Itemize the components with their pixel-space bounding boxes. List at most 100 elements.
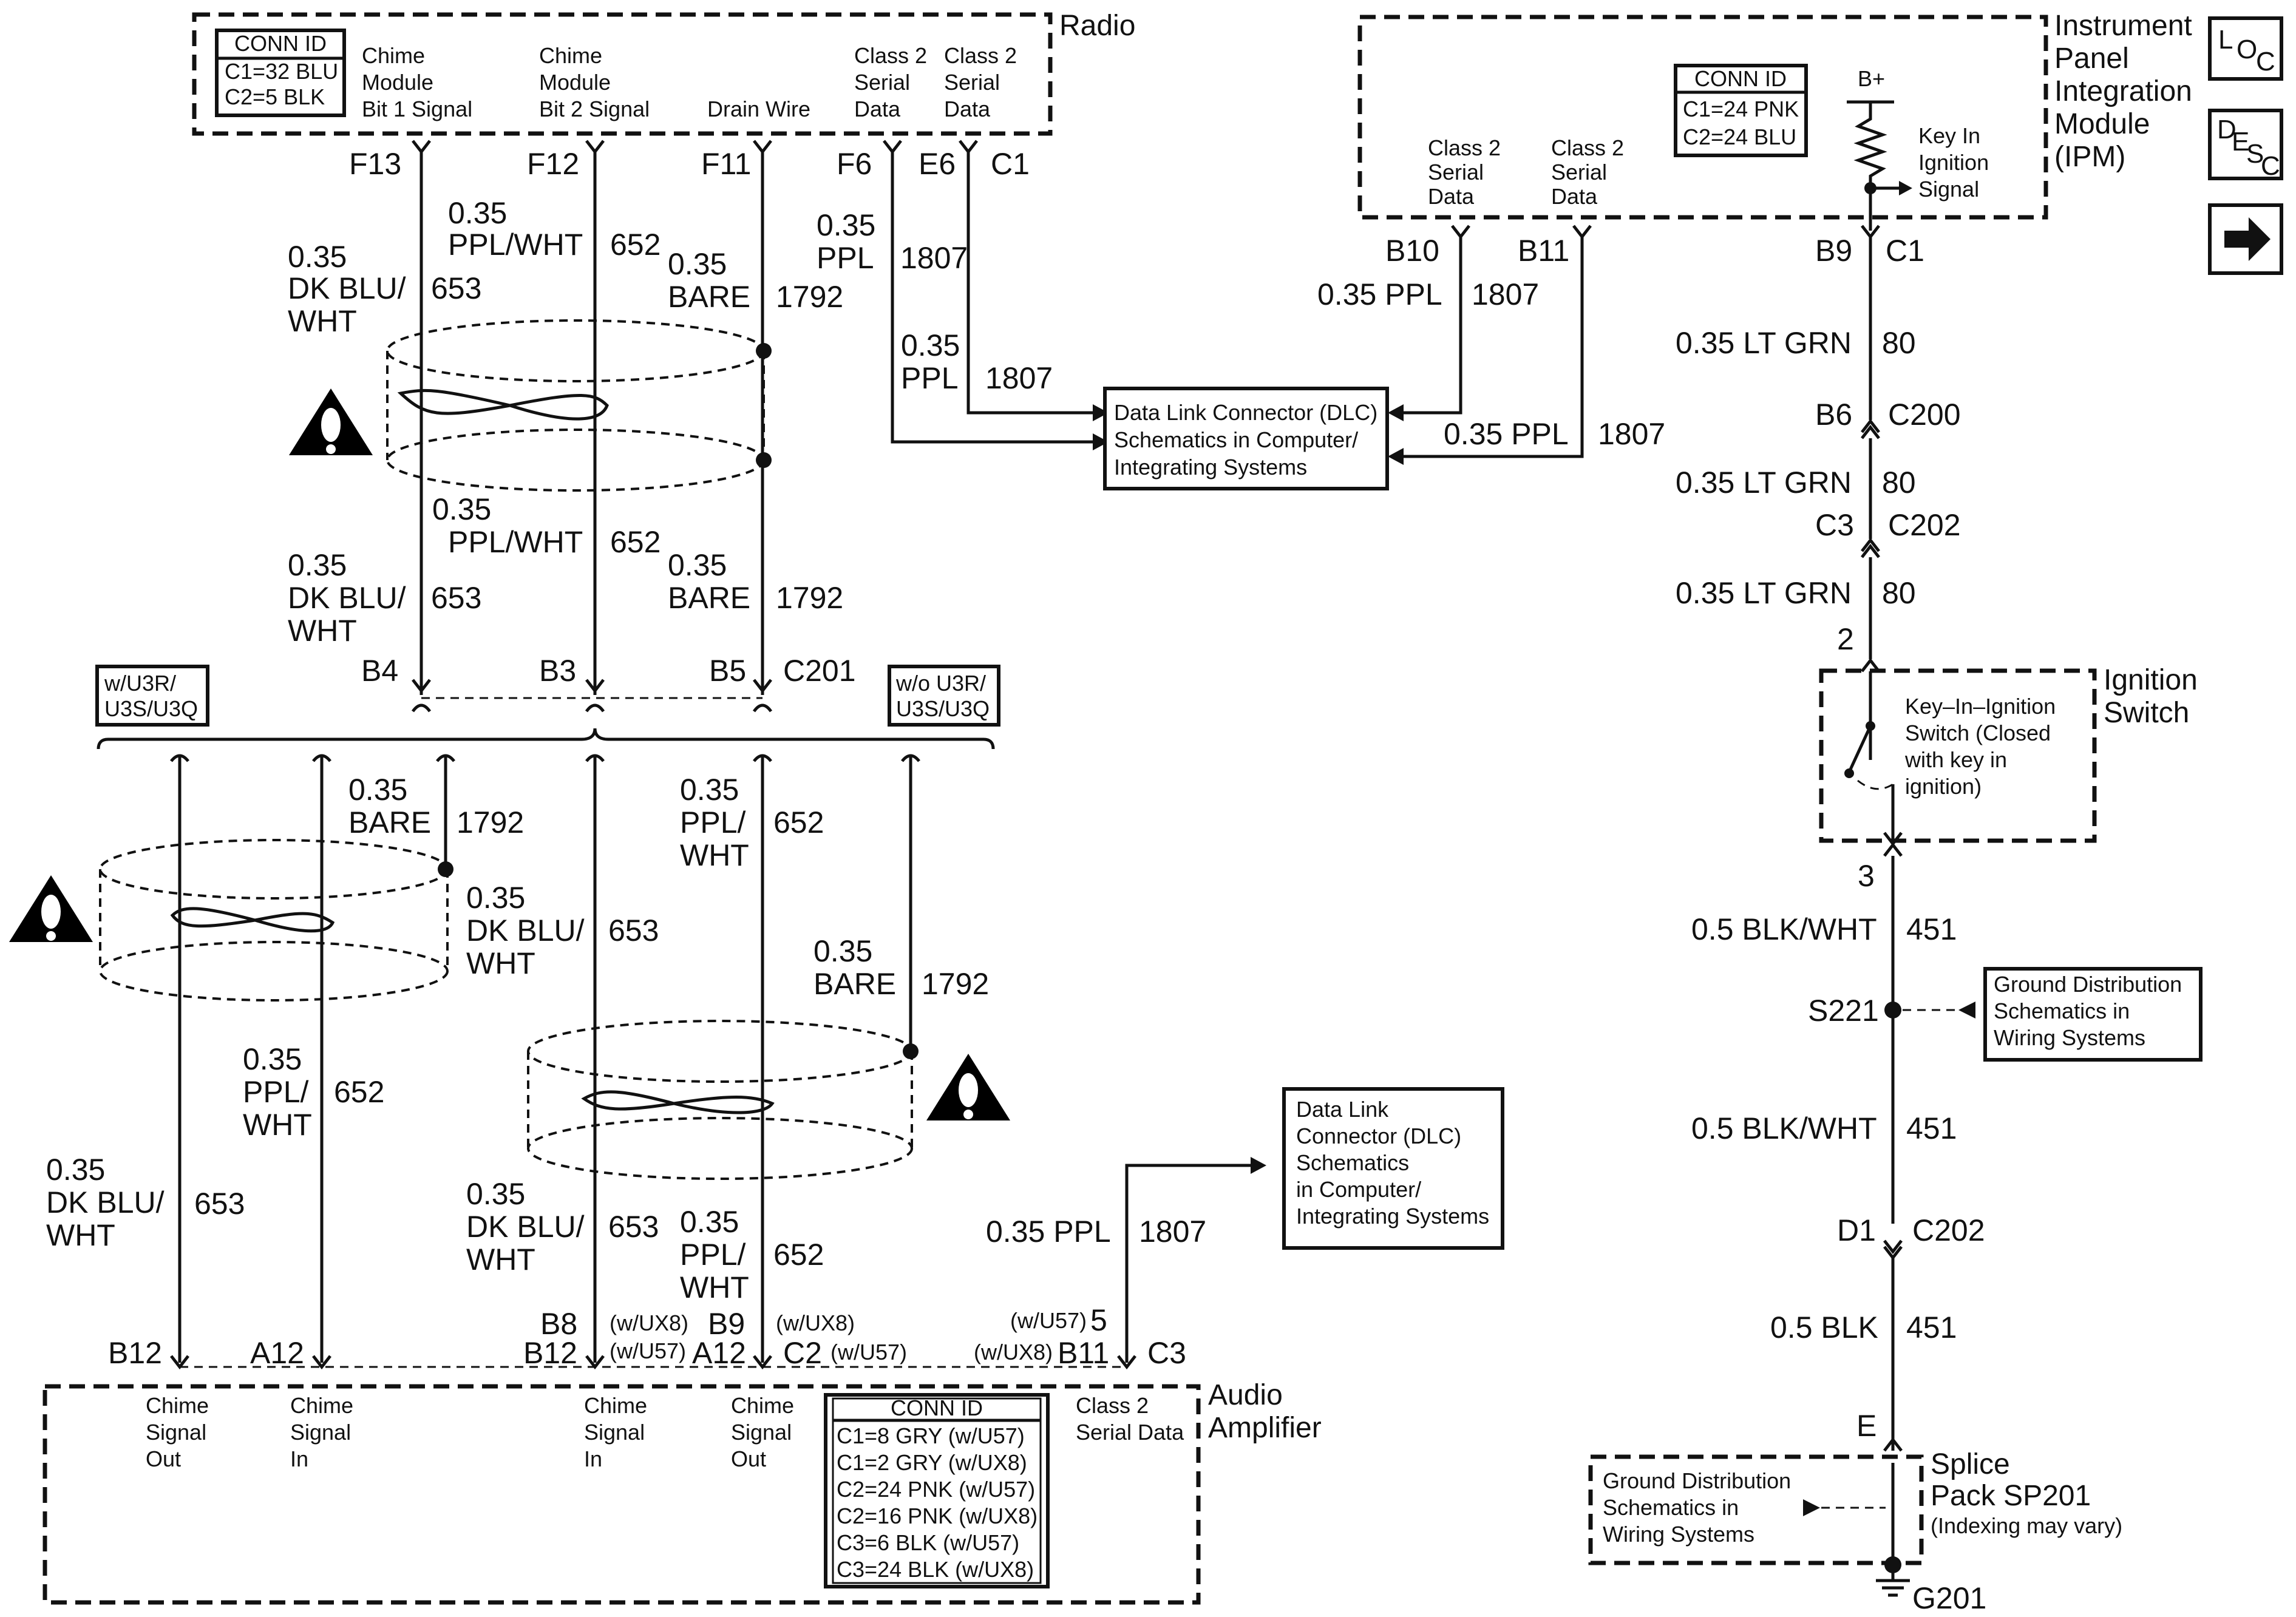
ipm-pin-number: C1 <box>1886 234 1924 268</box>
splice-pack: Splice Pack SP201 (Indexing may vary) Gr… <box>1588 1448 2122 1615</box>
amp-conn-id-line: C1=2 GRY (w/UX8) <box>837 1450 1027 1475</box>
key-in-label: Key In <box>1918 123 1980 148</box>
amp-pin: B9 <box>708 1307 745 1341</box>
dlc-reference-bottom: Data Link Connector (DLC) Schematics in … <box>1282 1087 1504 1250</box>
wire-color: PPL/ <box>680 1238 746 1272</box>
wire-color: BARE <box>668 581 750 615</box>
wire-size: 0.35 <box>46 1153 105 1187</box>
wire-size: 0.35 <box>466 881 525 915</box>
wire-label: 0.35 LT GRN <box>1676 326 1852 360</box>
c201-pin: B4 <box>361 654 398 688</box>
loc-button[interactable]: L O C <box>2208 16 2283 81</box>
switch-title: Switch <box>2104 697 2189 729</box>
radio-pin-label: Module <box>539 70 611 95</box>
desc-letter: D <box>2217 115 2237 144</box>
lower-wire-labels: 0.35 BARE 1792 0.35 PPL/ WHT 652 0.35 DK… <box>46 773 1206 1304</box>
wire-1807-ipm-b10 <box>1396 237 1462 415</box>
radio-pin-label: Data <box>944 97 991 121</box>
wire-color: DK BLU/ <box>288 581 406 615</box>
amp-pin: A12 <box>692 1336 746 1370</box>
dlc-text: in Computer/ <box>1296 1177 1421 1202</box>
arrow-icon <box>1388 448 1404 465</box>
loc-letter: C <box>2256 47 2275 76</box>
dlc-text: Integrating Systems <box>1114 455 1307 480</box>
wire-color: DK BLU/ <box>466 1210 585 1244</box>
amp-pin-label: Chime <box>584 1393 647 1418</box>
switch-desc: Switch (Closed <box>1905 720 2051 745</box>
bplus-label: B+ <box>1858 66 1885 91</box>
wire-color: WHT <box>46 1218 115 1252</box>
wire-label: 0.35 PPL <box>1317 277 1442 311</box>
radio-pin-number: F6 <box>837 147 872 181</box>
amp-pin-label: Chime <box>290 1393 353 1418</box>
amp-option: (w/U57) <box>830 1340 907 1364</box>
drain-splice-dot <box>756 343 772 359</box>
connector-pin: C3 <box>1815 508 1854 542</box>
radio-outline <box>192 12 1053 136</box>
ipm-conn-id-line: C1=24 PNK <box>1683 97 1799 121</box>
radio-pin-number: F13 <box>349 147 401 181</box>
amp-option: (w/U57) <box>1010 1308 1087 1333</box>
wire-size: 0.35 <box>448 196 507 230</box>
wire-size: 0.35 <box>680 773 739 807</box>
arrow-icon <box>1093 404 1109 421</box>
wire-label: 0.35 LT GRN <box>1676 576 1852 610</box>
radio-pin-label: Drain Wire <box>707 97 810 121</box>
radio-pin-number: C1 <box>991 147 1030 181</box>
wire-number: 1807 <box>1472 277 1539 311</box>
c201-pin: B5 <box>709 654 746 688</box>
desc-button[interactable]: D E S C <box>2208 109 2283 181</box>
option-label: U3S/U3Q <box>896 696 990 721</box>
option-label: w/U3R/ <box>104 671 176 696</box>
wire-color: DK BLU/ <box>288 271 406 305</box>
ipm-conn-id-line: C2=24 BLU <box>1683 124 1796 149</box>
wire-size: 0.35 <box>288 548 347 582</box>
wire-color: PPL/ <box>680 805 746 839</box>
next-button[interactable] <box>2208 203 2283 275</box>
switch-desc: ignition) <box>1905 774 1982 799</box>
ground-ref-text: Wiring Systems <box>1994 1025 2145 1050</box>
wire-1807-amp <box>1125 1164 1263 1363</box>
key-in-label: Ignition <box>1918 150 1989 175</box>
key-in-label: Signal <box>1918 177 1979 202</box>
option-label: w/o U3R/ <box>895 671 986 696</box>
upper-wire-labels: 0.35 DK BLU/ WHT 653 0.35 PPL/WHT 652 0.… <box>288 196 1053 648</box>
switch-pin: 2 <box>1837 622 1854 656</box>
connector-name: C200 <box>1888 398 1961 432</box>
ignition-path: 0.35 LT GRN 80 B6 C200 0.35 LT GRN 80 C3… <box>1676 237 1961 760</box>
dlc-text: Integrating Systems <box>1296 1204 1489 1229</box>
wire-color: WHT <box>243 1108 312 1142</box>
caution-icon <box>9 875 93 942</box>
amp-title: Audio <box>1208 1379 1283 1411</box>
twisted-pair-symbol <box>397 388 609 421</box>
caution-icon <box>926 1054 1010 1120</box>
wire-number: 1792 <box>776 280 843 314</box>
amp-pin-label: Chime <box>146 1393 209 1418</box>
wire-label: 0.5 BLK/WHT <box>1691 912 1877 946</box>
wire-color: WHT <box>466 946 535 980</box>
ipm-pin-label: Class 2 <box>1428 135 1501 160</box>
wire-number: 653 <box>431 271 481 305</box>
amp-pin: B8 <box>540 1307 577 1341</box>
wire-number: 1807 <box>985 361 1053 395</box>
amp-conn-id-line: C2=24 PNK (w/U57) <box>837 1477 1035 1502</box>
wire-label: 0.5 BLK <box>1770 1310 1878 1344</box>
lower-left-shield <box>99 839 449 1002</box>
wire-number: 1807 <box>1139 1215 1206 1249</box>
ground-ref-text: Ground Distribution <box>1994 972 2182 997</box>
ipm-title: Module <box>2054 108 2150 140</box>
wire-color: BARE <box>668 280 750 314</box>
amp-conn-id-title: CONN ID <box>891 1395 983 1420</box>
wire-number: 451 <box>1906 1310 1957 1344</box>
wire-color: PPL/ <box>243 1075 309 1109</box>
ipm-pin-number: B11 <box>1518 234 1569 268</box>
amp-pin-label: Signal <box>290 1420 351 1445</box>
ipm-outline <box>1357 15 2048 220</box>
splice-label: S221 <box>1808 994 1879 1028</box>
wire-color: WHT <box>680 1270 749 1304</box>
radio-pin-label: Chime <box>362 43 425 68</box>
amp-conn-id-line: C3=6 BLK (w/U57) <box>837 1530 1019 1555</box>
wire-number: 1792 <box>776 581 843 615</box>
amp-option: (w/U57) <box>610 1338 686 1363</box>
twisted-pair-symbol <box>170 907 335 933</box>
